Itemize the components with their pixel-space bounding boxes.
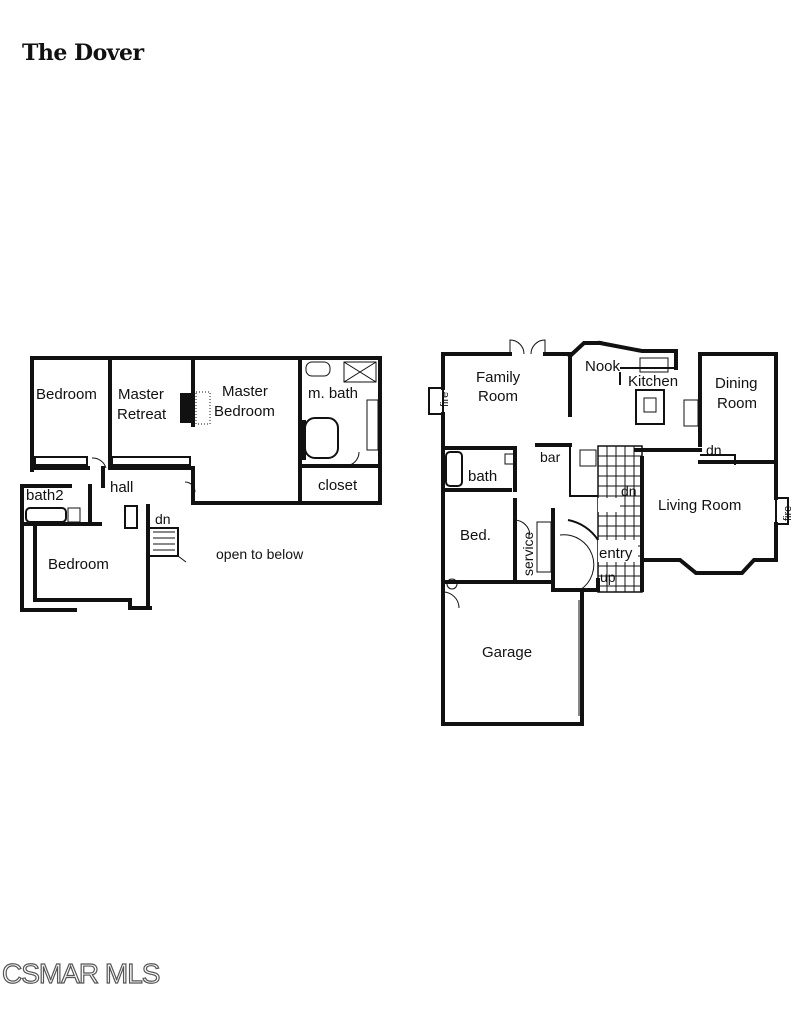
bath2-tub [25,507,67,523]
wall-kitchen-top [597,340,678,370]
shower-x [343,361,377,383]
master-vanity [366,399,379,451]
room-label-bedroom1: Bedroom [36,386,97,403]
room-label-nook: Nook [585,358,621,375]
wall-bath-outline [441,446,517,492]
curved-stair-inner [559,534,595,591]
label-bar: bar [540,449,561,465]
washer-dryer [536,521,552,573]
bath-tub [445,451,463,487]
room-label-master-retreat-1: Master [118,386,164,403]
kitchen-island [635,389,665,425]
living-fireplace [775,497,789,525]
french-door-left [509,339,525,355]
room-label-master-retreat-2: Retreat [117,406,167,423]
water-heater [446,578,458,590]
family-fireplace [428,387,444,415]
retreat-closet [111,456,191,466]
stair-landing [150,527,179,557]
stair-treads [153,531,175,551]
upper-fireplace [180,393,194,423]
bath2-toilet [67,507,81,523]
bedroom1-closet [34,456,88,466]
room-label-m-bath: m. bath [308,385,358,402]
room-label-bath2: bath2 [26,487,64,504]
upper-floor-plan: Bedroom Master Retreat Master Bedroom m.… [20,356,382,612]
room-label-family-2: Room [478,388,518,405]
door-swing-bed [514,519,531,536]
label-service: service [520,531,536,576]
dining-step [700,454,736,465]
door-swing-garage [442,591,460,609]
label-dn-living: dn [621,483,637,499]
room-label-living: Living Room [658,497,741,514]
kitchen-sink [639,357,669,373]
wall-living-bay [640,522,778,575]
refrigerator [683,399,699,427]
main-floor-plan: Family Room fire Nook Kitchen Dining Roo… [428,339,791,726]
master-shower [343,361,377,383]
upper-wall-master-bottom [108,466,195,505]
master-bed-hatch [195,391,211,425]
door-swing-bedroom1 [91,457,107,469]
french-door-right [530,339,546,355]
label-open-to-below: open to below [216,546,304,562]
door-swing-master [184,481,196,493]
curved-stair-outer [567,519,599,541]
plan-title: The Dover [22,40,144,66]
mls-watermark: CSMAR MLS [1,957,161,989]
stair-label-dn: dn [155,511,171,527]
bar-sink [579,449,597,467]
room-label-entry: entry [599,545,633,562]
stair-arrow [177,555,187,563]
wall-garage [441,580,584,726]
linen-closet [124,505,138,529]
room-label-master-bedroom-2: Bedroom [214,403,275,420]
kitchen-counter [619,367,676,385]
room-label-kitchen: Kitchen [628,373,678,390]
room-label-bedroom2: Bedroom [48,556,109,573]
wall-bar [569,445,598,497]
room-label-family-1: Family [476,369,521,386]
bath-toilet [504,453,516,465]
wall-stair-enclosure [551,508,600,592]
room-label-dining-2: Room [717,395,757,412]
label-dn-dining: dn [706,442,722,458]
nook-bay [567,341,602,359]
room-label-bed: Bed. [460,527,491,544]
entry-tile-grid [597,445,643,593]
wall-dining-outer [698,352,778,464]
cooktop [643,397,657,413]
room-label-closet: closet [318,477,358,494]
tub-deck [301,420,306,460]
wall-bedroom2-outline [33,522,152,610]
door-swing-closet [344,451,360,467]
label-fire-family: fire [439,392,451,407]
wall-bath2-west [20,484,77,612]
label-fire-living: fire [782,506,791,521]
room-label-bath: bath [468,468,497,485]
room-label-master-bedroom-1: Master [222,383,268,400]
master-tub [304,417,339,459]
room-label-garage: Garage [482,644,532,661]
master-toilet [305,361,331,377]
room-label-hall: hall [110,479,133,496]
upper-outer-wall-east [30,356,382,505]
label-up: up [600,569,616,585]
room-label-dining-1: Dining [715,375,758,392]
